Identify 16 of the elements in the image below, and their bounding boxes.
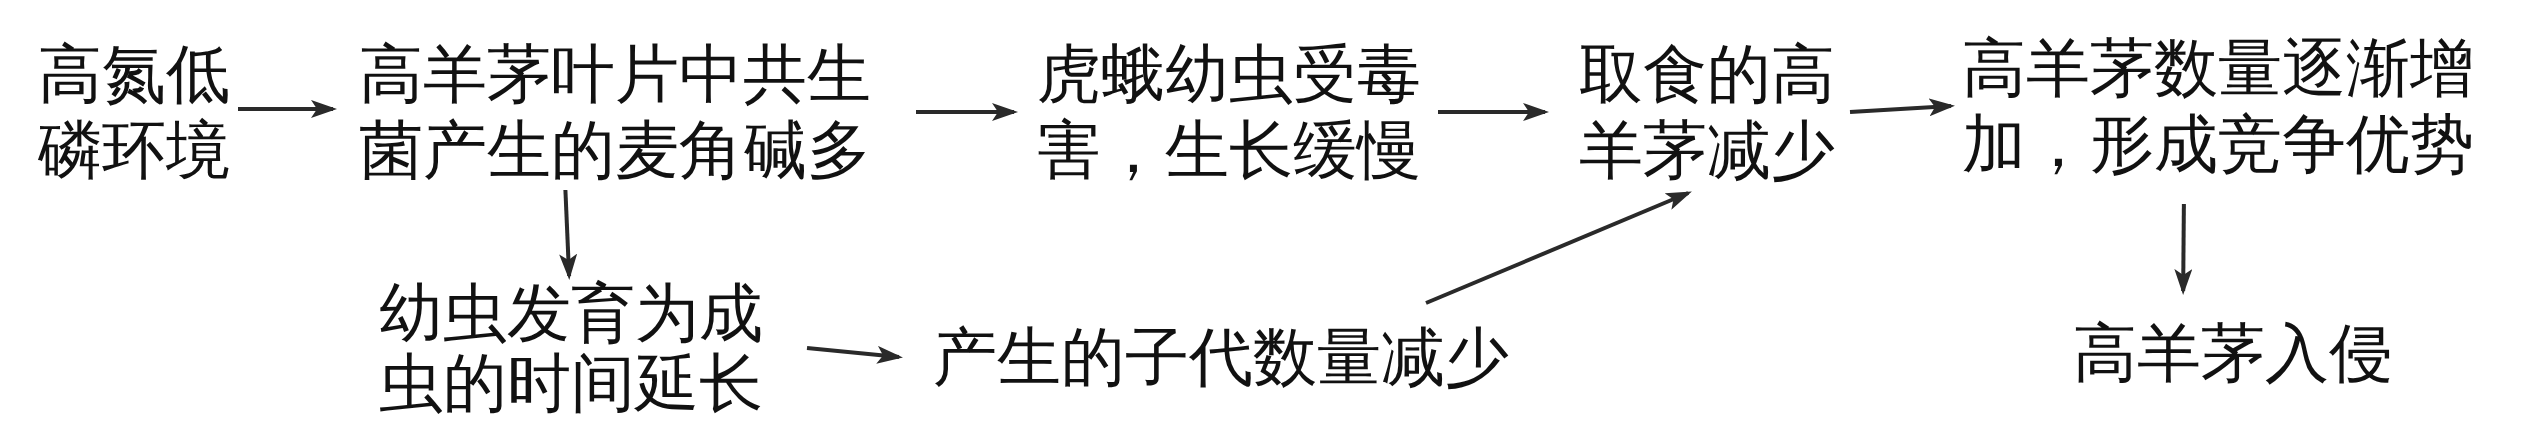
flow-step-text: 产生的子代数量减少 (933, 319, 1513, 395)
flow-step-text: 高氮低磷环境 (38, 36, 234, 188)
arrow (806, 345, 903, 364)
flow-step-text: 取食的高羊茅减少 (1579, 36, 1839, 188)
flow-step-text: 虎蛾幼虫受毒害，生长缓慢 (1037, 36, 1425, 188)
arrow (2174, 204, 2193, 295)
arrow (238, 99, 337, 118)
flow-step-text: 高羊茅入侵 (2073, 315, 2397, 391)
arrow (1438, 103, 1549, 121)
flow-step-text: 高羊茅叶片中共生菌产生的麦角碱多 (359, 36, 875, 188)
arrow (559, 189, 578, 280)
flow-step-text: 幼虫发育为成虫的时间延长 (379, 278, 767, 418)
flow-step-text: 高羊茅数量逐渐增加，形成竞争优势 (1962, 30, 2478, 182)
arrow (1849, 98, 1955, 117)
arrow (1425, 191, 1692, 305)
arrow (916, 103, 1018, 121)
